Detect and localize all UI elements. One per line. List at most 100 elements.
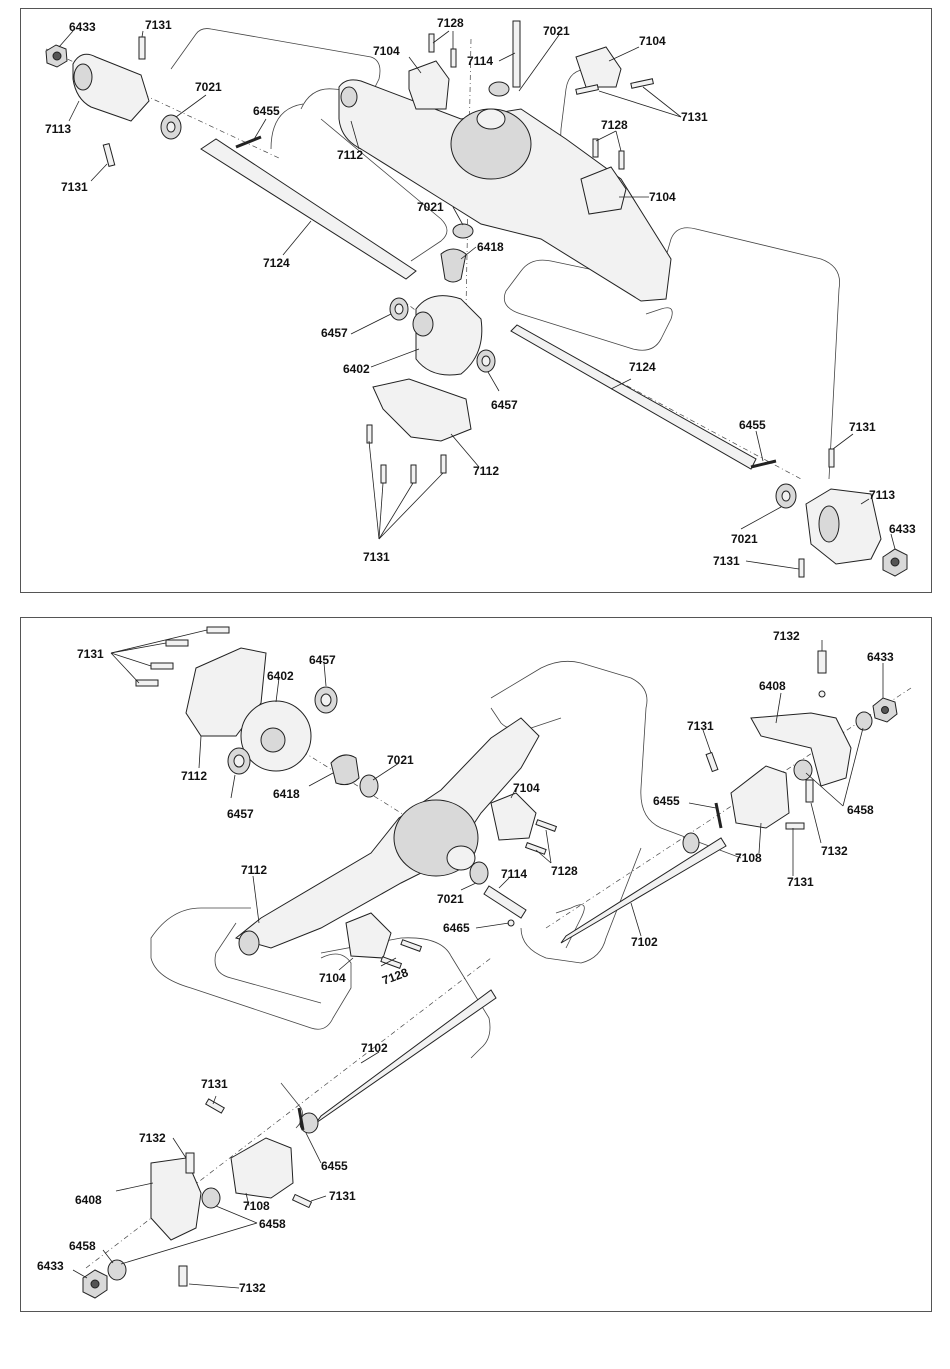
- screw-7132: [805, 779, 814, 803]
- hex-nut-hole: [90, 1279, 100, 1289]
- part-label: 6458: [847, 803, 874, 817]
- bearing-7021: [488, 81, 510, 97]
- screw-7131: [366, 424, 373, 444]
- part-label: 6408: [75, 1193, 102, 1207]
- part-label: 6455: [739, 418, 766, 432]
- part-label: 7113: [45, 122, 71, 136]
- part-label: 6455: [653, 794, 680, 808]
- part-label: 7128: [601, 118, 628, 132]
- assembly-route-line: [520, 847, 642, 964]
- screw-7131: [785, 822, 805, 830]
- link-mount-7104: [580, 166, 627, 215]
- pinion-gear-6418: [330, 754, 360, 786]
- screw-7131: [135, 679, 159, 687]
- steering-knuckle-7108: [230, 1137, 294, 1199]
- part-label: 6455: [321, 1159, 348, 1173]
- bearing-6457-inner: [233, 754, 245, 768]
- part-label: 7104: [319, 971, 346, 985]
- assembly-route-line: [660, 227, 840, 480]
- axle-housing-7112: [338, 79, 672, 302]
- assembly-route-line: [170, 28, 381, 100]
- bearing-6457-inner: [320, 693, 332, 707]
- housing-pinion-bore: [446, 845, 476, 871]
- part-label: 6457: [227, 807, 254, 821]
- washer: [818, 690, 826, 698]
- screw-7131: [150, 662, 174, 670]
- part-label: 7112: [473, 464, 499, 478]
- ring-gear-hub: [260, 727, 286, 753]
- part-label: 7131: [61, 180, 88, 194]
- axle-shaft-7124: [510, 324, 757, 470]
- screw-7131: [705, 751, 719, 773]
- part-label: 7131: [201, 1077, 228, 1091]
- screw-7131: [138, 36, 146, 60]
- part-label: 7132: [139, 1131, 166, 1145]
- part-label: 7104: [513, 781, 540, 795]
- part-label: 7132: [821, 844, 848, 858]
- part-label: 7021: [731, 532, 758, 546]
- part-label: 7112: [181, 769, 207, 783]
- axle-shaft-7102: [560, 837, 727, 944]
- part-label: 7132: [773, 629, 800, 643]
- part-label: 6458: [69, 1239, 96, 1253]
- part-label: 7021: [387, 753, 414, 767]
- assembly-axis: [45, 48, 282, 160]
- bearing-6458: [201, 1187, 221, 1209]
- part-label: 7131: [849, 420, 876, 434]
- screw-7131: [165, 639, 189, 647]
- bottom-diagram-svg: 7131 7112 6402 6457 6457 6418 7021 7104 …: [37, 626, 912, 1299]
- bearing-6458: [793, 759, 813, 781]
- assembly-axis: [85, 957, 492, 1269]
- part-label: 6433: [889, 522, 916, 536]
- part-label: 7131: [145, 18, 172, 32]
- bearing-7021-inner: [781, 490, 791, 502]
- ring-gear-6402: [415, 295, 483, 376]
- part-label: 7114: [501, 867, 527, 881]
- part-label: 6433: [37, 1259, 64, 1273]
- screw-7132: [817, 650, 827, 674]
- part-label: 7128: [380, 965, 410, 987]
- screw-7131: [206, 626, 230, 634]
- assembly-route-line: [320, 118, 448, 262]
- screw-7131: [828, 448, 835, 468]
- part-label: 7021: [195, 80, 222, 94]
- part-label: 7131: [687, 719, 714, 733]
- bearing-7021: [452, 223, 474, 239]
- part-label: 7102: [631, 935, 658, 949]
- link-mount-7104: [575, 46, 622, 88]
- bearing-6458: [855, 711, 873, 731]
- axle-housing-7112: [234, 717, 540, 949]
- housing-pinion-bore: [476, 108, 506, 130]
- screw-7131: [380, 464, 387, 484]
- screw-7128: [524, 842, 547, 855]
- screw-7132: [178, 1265, 188, 1287]
- steering-knuckle-7108: [730, 765, 790, 829]
- part-label: 6433: [867, 650, 894, 664]
- screw-7128: [618, 150, 625, 170]
- screw-7132: [185, 1152, 195, 1174]
- part-label: 6402: [343, 362, 370, 376]
- screw-7128: [450, 48, 457, 68]
- screw-7131: [630, 78, 654, 89]
- part-label: 7131: [77, 647, 104, 661]
- part-label: 6408: [759, 679, 786, 693]
- hex-nut-hole: [52, 51, 62, 61]
- link-mount-7104: [345, 912, 392, 959]
- part-label: 7112: [241, 863, 267, 877]
- axle-housing-bore: [238, 930, 260, 956]
- part-label: 6465: [443, 921, 470, 935]
- shaft-7114: [483, 885, 527, 919]
- screw-7131: [575, 84, 599, 95]
- part-label: 7131: [681, 110, 708, 124]
- bottom-exploded-diagram-panel: 7131 7112 6402 6457 6457 6418 7021 7104 …: [20, 617, 932, 1312]
- part-label: 7124: [263, 256, 290, 270]
- bottom-leader-lines: [72, 629, 884, 1289]
- top-leader-lines: [58, 30, 896, 570]
- part-label: 7021: [543, 24, 570, 38]
- assembly-route-line: [270, 103, 304, 150]
- part-label: 7131: [329, 1189, 356, 1203]
- axle-shaft-7124: [200, 138, 417, 280]
- bearing-6457-inner: [481, 355, 491, 367]
- pin-6455: [297, 1107, 305, 1131]
- part-label: 7104: [373, 44, 400, 58]
